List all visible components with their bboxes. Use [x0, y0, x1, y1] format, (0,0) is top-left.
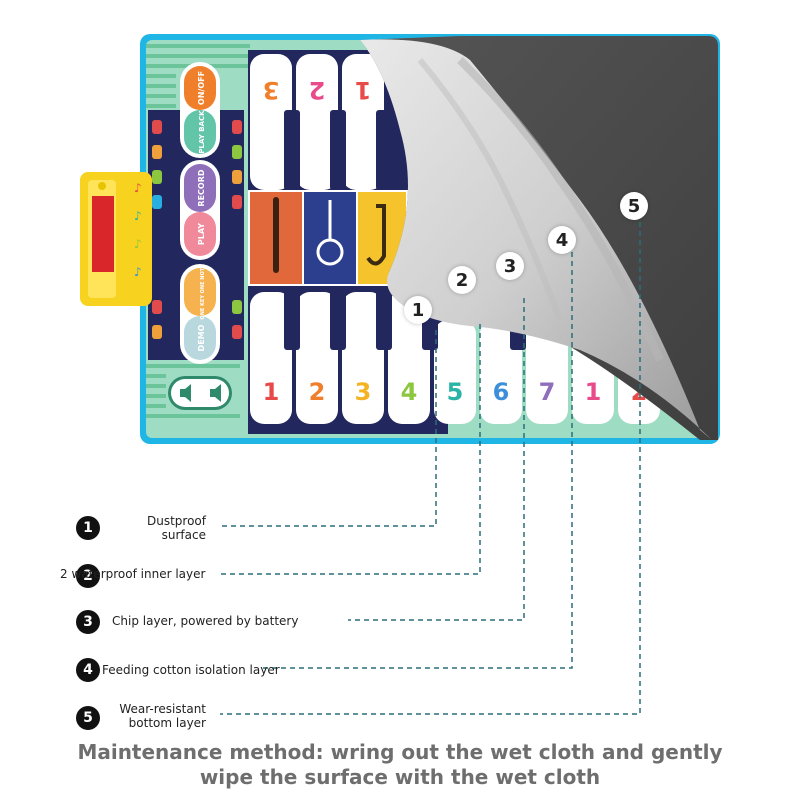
on-off-label: ON/OFF: [197, 71, 206, 105]
layer-label-2: 2 waterproof inner layer: [60, 567, 206, 581]
music-note-icon: ♪: [134, 237, 142, 251]
caption-line: wipe the surface with the wet cloth: [199, 765, 601, 789]
layer-label-line: bottom layer: [128, 716, 206, 730]
play-label: PLAY: [197, 223, 206, 245]
play-back-label: PLAY BACK: [198, 110, 206, 154]
callout-number: 5: [620, 192, 648, 220]
key-label: 5: [447, 378, 464, 406]
layer-badge: 1: [76, 516, 100, 540]
key-label: 3: [355, 378, 372, 406]
leader-lines: [218, 222, 641, 715]
record-play-pill[interactable]: [180, 160, 220, 260]
layer-label-line: Dustproof: [147, 514, 206, 528]
record-label: RECORD: [197, 169, 206, 206]
one-key-label: ONE KEY ONE NOTE: [200, 264, 206, 320]
volume-button[interactable]: [168, 376, 232, 410]
layer-label-5: Wear-resistant bottom layer: [110, 702, 206, 730]
key-label: 2: [309, 76, 326, 104]
layer-badge: 3: [76, 610, 100, 634]
key-label: 2: [309, 378, 326, 406]
callout-number: 1: [404, 296, 432, 324]
key-label: 4: [401, 378, 418, 406]
layer-badge: 2: [76, 564, 100, 588]
layer-label-1: Dustproof surface: [120, 514, 206, 542]
key-label: 3: [263, 76, 280, 104]
layer-badge: 4: [76, 658, 100, 682]
key-label: 7: [539, 378, 556, 406]
volume-down-icon: [180, 384, 191, 402]
key-label: 1: [585, 378, 602, 406]
peel-surface: [360, 39, 712, 441]
peeled-layers: [360, 36, 718, 441]
music-note-icon: ♪: [134, 265, 142, 279]
speaker-module: ♪ ♪ ♪ ♪: [80, 172, 152, 306]
demo-label: DEMO: [197, 324, 206, 351]
key-label: 1: [263, 378, 280, 406]
layer-label-3: Chip layer, powered by battery: [112, 614, 299, 628]
caption-line: Maintenance method: wring out the wet cl…: [77, 740, 723, 764]
saxophone-icon: [366, 204, 386, 266]
layer-label-4: Feeding cotton isolation layer: [102, 663, 280, 677]
on-off-pill[interactable]: [180, 62, 220, 158]
layer-label-line: surface: [161, 528, 206, 542]
dot-pattern: [152, 120, 242, 339]
layer-label-line: Wear-resistant: [119, 702, 206, 716]
demo-pill[interactable]: [180, 264, 220, 364]
key-label: 6: [493, 378, 510, 406]
white-keys-top: [250, 54, 384, 190]
speaker-grille-icon: [98, 182, 106, 190]
key-label: 1: [355, 76, 372, 104]
layer-badge: 5: [76, 706, 100, 730]
music-note-icon: ♪: [134, 181, 142, 195]
white-keys-bottom: [250, 292, 660, 424]
music-note-icon: ♪: [134, 209, 142, 223]
battery-sticker: [92, 196, 114, 272]
volume-up-icon: [210, 384, 221, 402]
callout-number: 2: [448, 266, 476, 294]
maintenance-caption: Maintenance method: wring out the wet cl…: [40, 740, 760, 790]
callout-number: 4: [548, 226, 576, 254]
callout-number: 3: [496, 252, 524, 280]
